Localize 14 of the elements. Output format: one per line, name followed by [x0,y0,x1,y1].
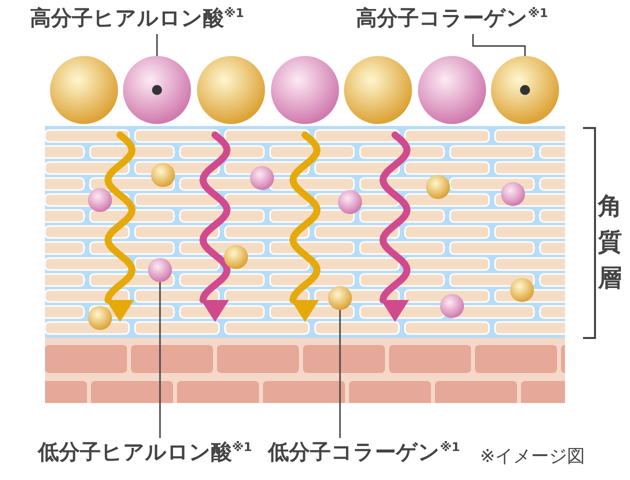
small-sphere [148,258,172,282]
small-sphere [328,286,352,310]
large-sphere [123,56,191,124]
leader-line [472,34,526,56]
leader-line [156,34,158,56]
leader-line [159,282,161,438]
image-note: ※イメージ図 [480,446,586,468]
molecule-label: 低分子コラーゲン$^{※1}$ [268,440,460,466]
leader-line [339,310,341,438]
molecule-label: 低分子ヒアルロン酸$^{※1}$ [38,440,252,466]
large-sphere [491,56,559,124]
layer-label: 角質層 [598,191,623,294]
molecule-label: 高分子コラーゲン$^{※1}$ [356,6,548,32]
molecule-label: 高分子ヒアルロン酸$^{※1}$ [30,6,244,32]
